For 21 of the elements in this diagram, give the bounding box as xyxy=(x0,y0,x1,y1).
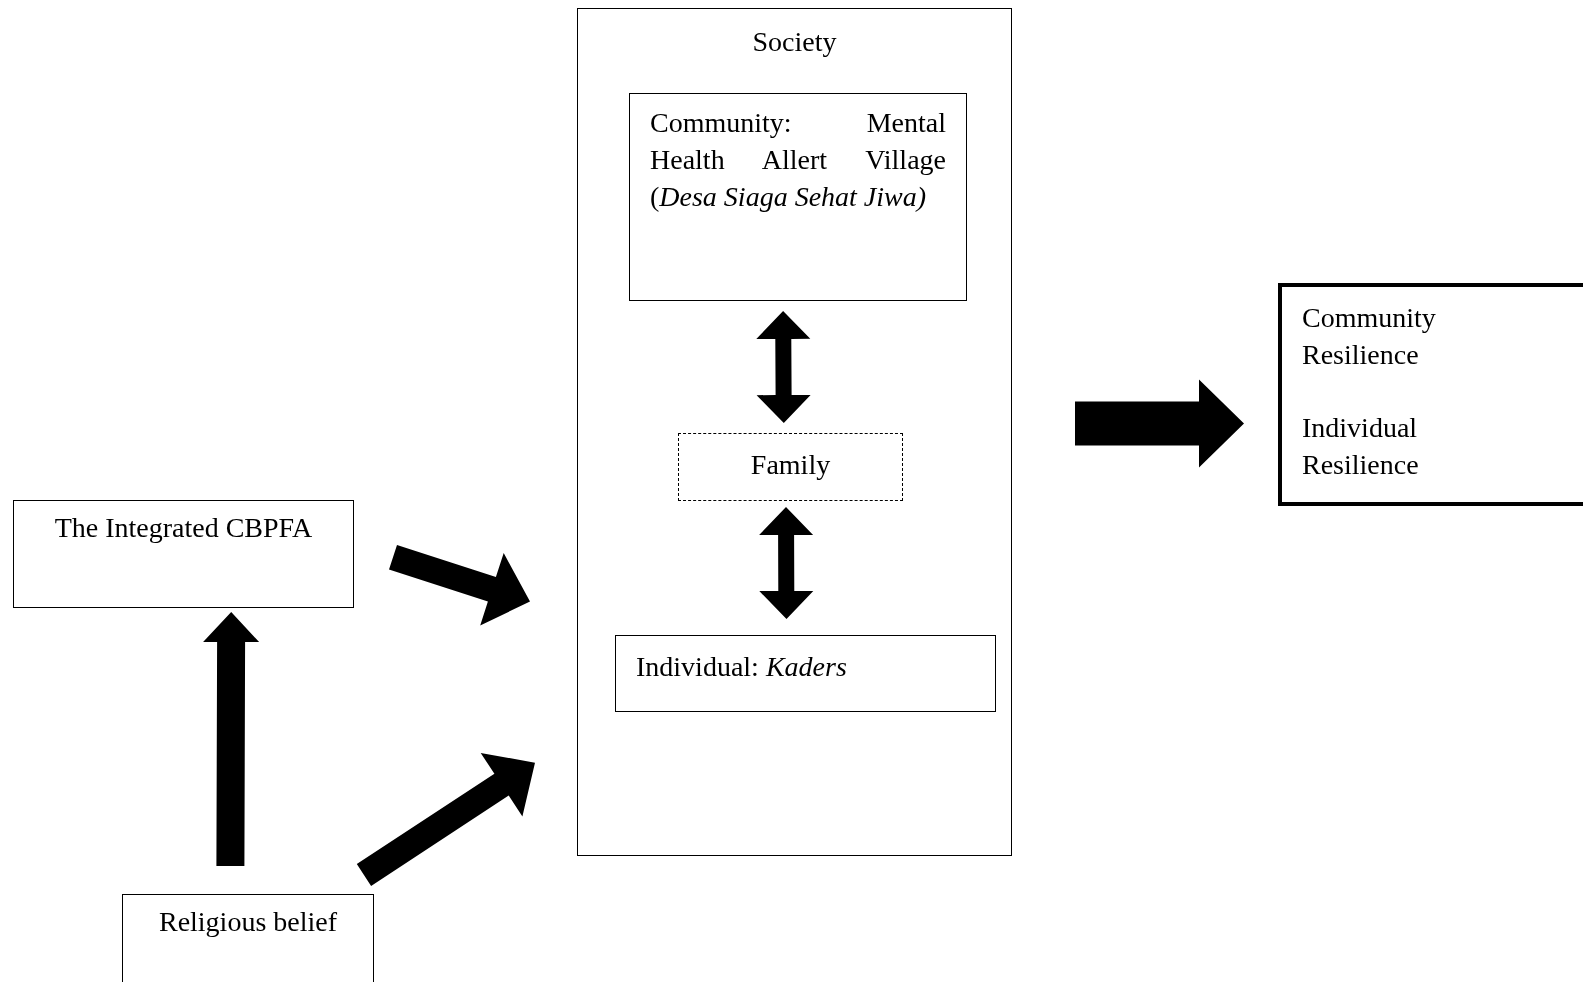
node-label: The Integrated CBPFA xyxy=(53,511,314,545)
belief-box xyxy=(122,894,374,982)
node-label: Community: Mental Health Allert Village (Desa Siaga Sehat Jiwa) xyxy=(650,106,946,214)
node-label: Community Resilience xyxy=(1302,301,1437,372)
family-box xyxy=(678,433,903,501)
program-box xyxy=(13,500,354,608)
individual-box xyxy=(615,635,996,712)
block-arrow xyxy=(756,311,811,423)
block-arrow xyxy=(759,507,814,619)
society-box xyxy=(577,8,1012,856)
node-label: Family xyxy=(749,448,832,482)
block-arrow xyxy=(203,612,260,866)
block-arrow xyxy=(1075,379,1244,468)
node-label: Religious belief xyxy=(157,905,339,939)
node-label: Society xyxy=(751,25,838,59)
outcome-box xyxy=(1278,283,1583,506)
community-box xyxy=(629,93,967,301)
block-arrow xyxy=(389,544,530,626)
node-label: Individual: Kaders xyxy=(636,650,848,684)
node-label: Individual Resilience xyxy=(1302,411,1420,482)
block-arrow xyxy=(356,752,535,886)
